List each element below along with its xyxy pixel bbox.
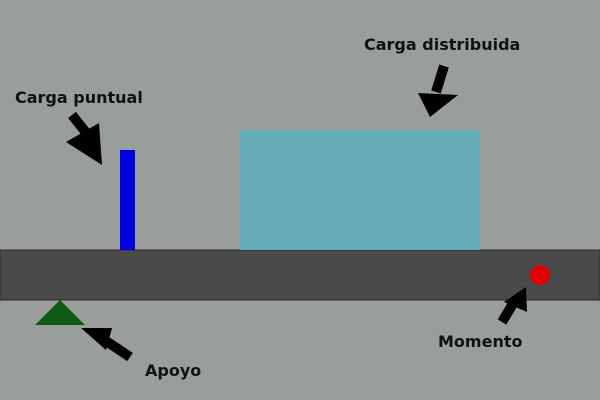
distributed-load-block bbox=[240, 130, 480, 250]
point-load-bar bbox=[120, 150, 135, 250]
distributed-load-label: Carga distribuida bbox=[364, 35, 521, 54]
support-label: Apoyo bbox=[145, 361, 202, 380]
arrow-moment bbox=[497, 287, 527, 325]
beam bbox=[0, 249, 600, 301]
arrow-support bbox=[81, 328, 133, 362]
support-triangle bbox=[35, 300, 85, 325]
point-load-label: Carga puntual bbox=[15, 88, 143, 107]
moment-point bbox=[530, 265, 550, 285]
moment-label: Momento bbox=[438, 332, 523, 351]
arrow-distributed-load bbox=[418, 64, 458, 117]
arrow-point-load bbox=[66, 111, 102, 165]
